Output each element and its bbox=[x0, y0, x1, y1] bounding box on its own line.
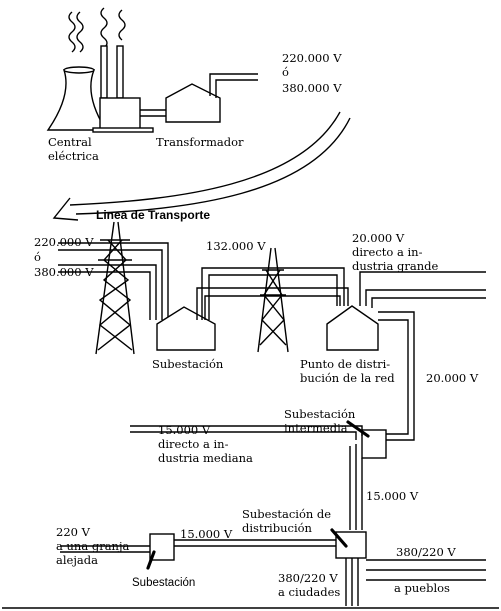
substation-icon bbox=[156, 306, 216, 351]
transmission-tower-icon bbox=[257, 247, 289, 353]
label-left-v1: 220.000 V bbox=[34, 235, 94, 249]
label-sub-interm-2: intermedia bbox=[284, 421, 348, 435]
label-ind-mediana-3: dustria mediana bbox=[158, 451, 253, 465]
label-punto-1: Punto de distri- bbox=[300, 357, 390, 371]
label-subestacion-2: Subestación bbox=[132, 577, 195, 589]
distribution-substation-icon bbox=[335, 531, 367, 559]
label-left-v2: 380.000 V bbox=[34, 265, 94, 279]
label-granja-v: 15.000 V bbox=[180, 527, 233, 541]
label-subestacion-1: Subestación bbox=[152, 357, 224, 371]
transmission-tower-icon bbox=[95, 221, 135, 355]
pointer-line bbox=[330, 528, 348, 548]
label-mid-v: 132.000 V bbox=[206, 239, 266, 253]
distribution-point-icon bbox=[326, 305, 379, 351]
label-top-o: ó bbox=[282, 65, 289, 79]
transformer-icon bbox=[165, 73, 258, 123]
label-ind-mediana-1: 15.000 V bbox=[158, 423, 211, 437]
label-sub-interm-1: Subestación bbox=[284, 407, 356, 421]
label-sub-distrib-2: distribución bbox=[242, 521, 313, 535]
curve-arrow-inner bbox=[75, 117, 351, 215]
label-ciudades-1: 380/220 V bbox=[278, 571, 338, 585]
label-sub-distrib-1: Subestación de bbox=[242, 507, 331, 521]
label-pueblos-v: 380/220 V bbox=[396, 545, 456, 559]
arrow-head-icon bbox=[52, 197, 79, 221]
label-right-v: 20.000 V bbox=[426, 371, 479, 385]
power-plant-icon bbox=[46, 7, 154, 133]
label-granja-3: alejada bbox=[56, 553, 98, 567]
label-transformador: Transformador bbox=[156, 135, 244, 149]
pointer-line bbox=[346, 420, 370, 438]
label-central-2: eléctrica bbox=[48, 149, 99, 163]
label-center-v: 15.000 V bbox=[366, 489, 419, 503]
label-granja-1: 220 V bbox=[56, 525, 91, 539]
label-ind-grande-2: directo a in- bbox=[352, 245, 423, 259]
label-left-o: ó bbox=[34, 250, 41, 264]
label-granja-2: a una granja bbox=[56, 539, 130, 553]
label-ind-mediana-2: directo a in- bbox=[158, 437, 229, 451]
label-linea-transporte: Linea de Transporte bbox=[96, 208, 210, 222]
label-ciudades-2: a ciudades bbox=[278, 585, 340, 599]
label-top-v2: 380.000 V bbox=[282, 81, 342, 95]
label-punto-2: bución de la red bbox=[300, 371, 395, 385]
label-ind-grande-1: 20.000 V bbox=[352, 231, 405, 245]
pointer-line bbox=[146, 550, 156, 570]
label-central-1: Central bbox=[48, 135, 92, 149]
label-pueblos: a pueblos bbox=[394, 581, 450, 595]
label-top-v1: 220.000 V bbox=[282, 51, 342, 65]
label-ind-grande-3: dustria grande bbox=[352, 259, 438, 273]
curve-arrow-outer bbox=[69, 111, 341, 206]
